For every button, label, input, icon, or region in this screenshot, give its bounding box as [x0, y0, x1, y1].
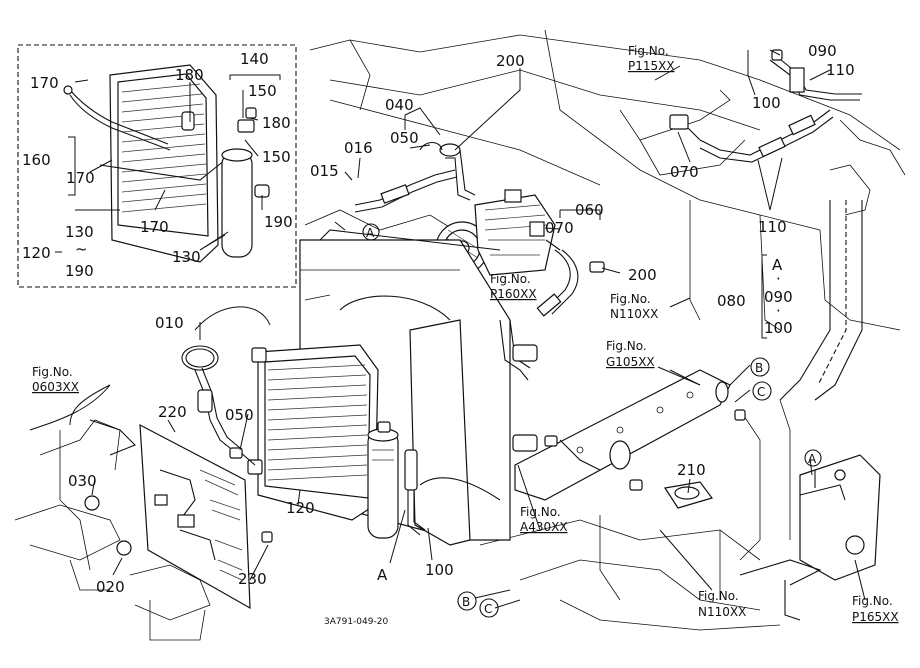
part-label-150: 150 — [262, 148, 291, 166]
part-label-170: 170 — [66, 169, 95, 187]
fig-ref-code: N110XX — [610, 307, 658, 321]
hose-fitting-200 — [439, 143, 461, 157]
callout-b: B — [755, 361, 763, 375]
stack-bottom: 100 — [764, 319, 793, 337]
part-label-200: 200 — [496, 52, 525, 70]
fig-ref-code: N110XX — [698, 605, 746, 619]
part-label-110: 110 — [758, 218, 787, 236]
stack-090-100: A · 090 · 100 — [761, 254, 793, 339]
part-label-070: 070 — [670, 163, 699, 181]
part-label-150: 150 — [248, 82, 277, 100]
part-label-120: 120 — [286, 499, 315, 517]
part-label-070: 070 — [545, 219, 574, 237]
part-label-130: 130 — [65, 223, 94, 241]
stack-dot: · — [776, 302, 781, 320]
part-label-230: 230 — [238, 570, 267, 588]
fig-ref-label: Fig.No. — [610, 292, 651, 306]
rear-bracket — [739, 454, 881, 621]
part-label-050: 050 — [390, 129, 419, 147]
hose-clamp — [181, 345, 256, 466]
part-label-015: 015 — [310, 162, 339, 180]
part-label-016: 016 — [344, 139, 373, 157]
part-label-080: 080 — [717, 292, 746, 310]
part-label-040: 040 — [385, 96, 414, 114]
part-label-100: 100 — [425, 561, 454, 579]
hose-lines — [354, 49, 862, 317]
range-symbol: ~ — [75, 240, 88, 258]
part-label-020: 020 — [96, 578, 125, 596]
part-label-170: 170 — [140, 218, 169, 236]
stack-dot: · — [776, 270, 781, 288]
fig-ref-label: Fig.No. — [32, 365, 73, 379]
fig-ref-label: Fig.No. — [490, 272, 531, 286]
callout-a: A — [808, 452, 817, 466]
part-label-190: 190 — [65, 262, 94, 280]
inset-frame — [17, 44, 297, 288]
fig-ref-code: P115XX — [628, 59, 675, 73]
fig-ref-label: Fig.No. — [852, 594, 893, 608]
part-label-100: 100 — [752, 94, 781, 112]
figure-references: Fig.No. P115XX Fig.No. P160XX Fig.No. N1… — [32, 44, 899, 624]
mounting-bracket — [514, 369, 746, 501]
callout-c: C — [757, 385, 765, 399]
part-label-030: 030 — [68, 472, 97, 490]
stack-mid: 090 — [764, 288, 793, 306]
part-label-110: 110 — [826, 61, 855, 79]
fig-ref-label: Fig.No. — [628, 44, 669, 58]
side-panel — [84, 423, 273, 610]
part-label-090: 090 — [808, 42, 837, 60]
fig-ref-label: Fig.No. — [606, 339, 647, 353]
condenser — [247, 344, 379, 521]
liquid-hose — [404, 319, 538, 536]
part-label-220: 220 — [158, 403, 187, 421]
fig-ref-code: P165XX — [852, 610, 899, 624]
part-label-180: 180 — [262, 114, 291, 132]
part-label-170: 170 — [30, 74, 59, 92]
callout-a: A — [366, 226, 375, 240]
part-label-050: 050 — [225, 406, 254, 424]
part-label-120: 120 — [22, 244, 51, 262]
part-label-180: 180 — [175, 66, 204, 84]
drawing-code: 3A791-049-20 — [324, 617, 388, 627]
part-labels: 170 180 140 150 180 150 160 170 170 190 … — [22, 42, 855, 596]
fig-ref-code: G105XX — [606, 355, 655, 369]
fig-ref-code: P160XX — [490, 287, 537, 301]
fig-ref-code: A430XX — [520, 520, 568, 534]
part-label-200: 200 — [628, 266, 657, 284]
seat-frame-lower-left — [14, 419, 211, 641]
fig-ref-label: Fig.No. — [698, 589, 739, 603]
callout-c: C — [484, 602, 492, 616]
part-label-160: 160 — [22, 151, 51, 169]
inset-detail — [17, 44, 297, 288]
fig-ref-code: 0603XX — [32, 380, 79, 394]
part-label-060: 060 — [575, 201, 604, 219]
inset-sensor-180 — [181, 111, 195, 131]
part-label-010: 010 — [155, 314, 184, 332]
callout-markers: A A A B C B C — [362, 223, 822, 618]
part-label-210: 210 — [677, 461, 706, 479]
inset-receiver-drier — [221, 107, 270, 258]
part-label-190: 190 — [264, 213, 293, 231]
fig-ref-label: Fig.No. — [520, 505, 561, 519]
part-label-140: 140 — [240, 50, 269, 68]
receiver-drier — [367, 421, 399, 539]
pad-block — [664, 481, 713, 509]
stack-top: A — [772, 256, 783, 274]
callout-a: A — [377, 566, 388, 584]
part-label-130: 130 — [172, 248, 201, 266]
leader-lines — [29, 49, 866, 609]
inset-condenser — [63, 64, 226, 263]
frame-linework — [304, 29, 906, 631]
callout-b: B — [462, 595, 470, 609]
